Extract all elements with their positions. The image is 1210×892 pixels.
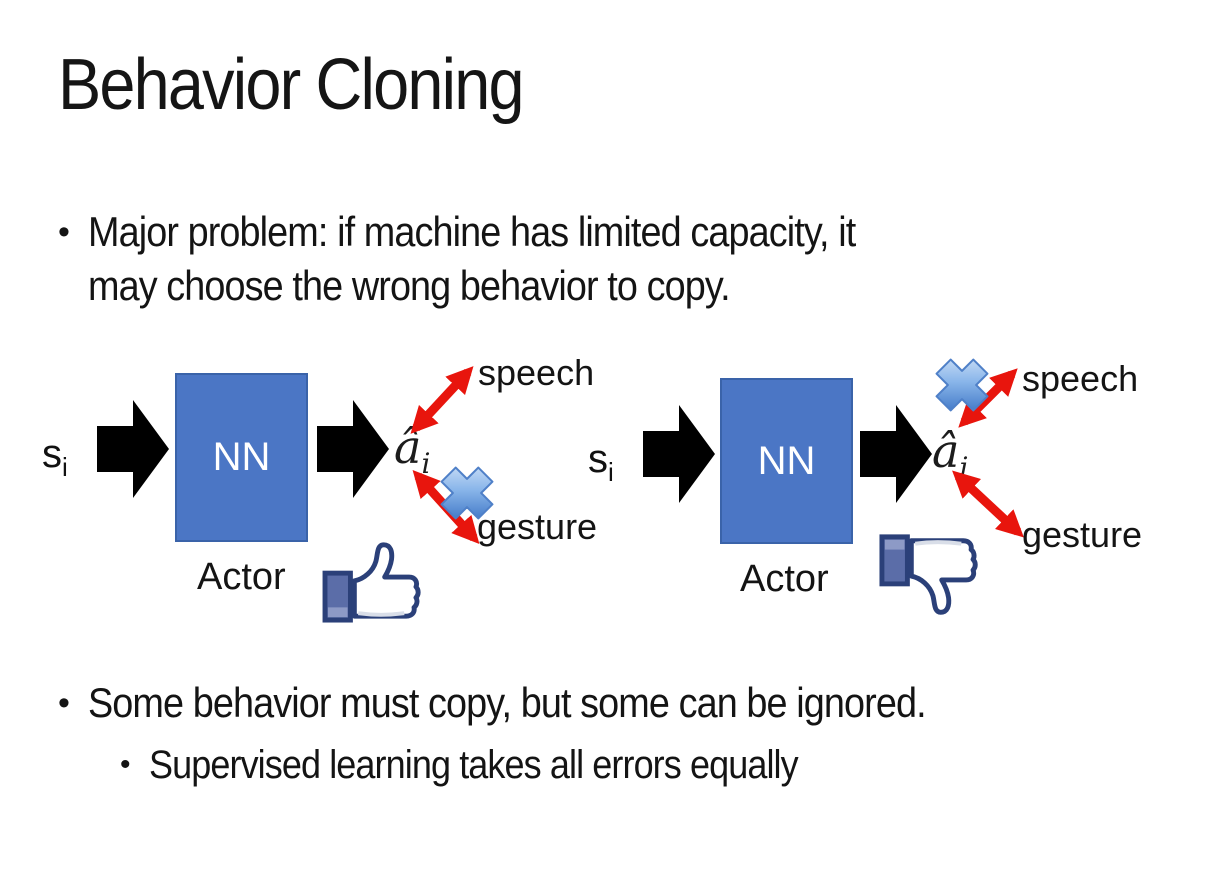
nn-box-label: NN [212, 435, 271, 479]
right-output-label: âi [932, 424, 968, 482]
double-arrow-icon [958, 368, 1018, 428]
bullet-text: Some behavior must copy, but some can be… [87, 676, 927, 730]
right-input-label: si [588, 437, 614, 485]
state-subscript: i [608, 457, 614, 487]
bullet-major-problem: • Major problem: if machine has limited … [58, 205, 940, 313]
nn-box-label: NN [757, 438, 816, 483]
state-subscript: i [62, 452, 68, 482]
thumbs-down-icon [878, 532, 976, 624]
flow-arrow-icon [97, 400, 169, 498]
bullet-supervised-learning: • Supervised learning takes all errors e… [120, 740, 869, 790]
bullet-line: may choose the wrong behavior to copy. [87, 262, 731, 309]
state-symbol: s [42, 432, 62, 476]
cross-reject-icon [935, 358, 989, 412]
right-nn-box: NN [720, 378, 853, 544]
action-symbol: â [932, 424, 960, 478]
bullet-marker: • [120, 748, 131, 781]
right-gesture-label: gesture [1022, 514, 1143, 555]
left-nn-box: NN [175, 373, 308, 542]
double-arrow-icon [410, 366, 474, 434]
thumbs-up-icon [321, 534, 419, 624]
flow-arrow-icon [643, 405, 715, 503]
bullet-text: Supervised learning takes all errors equ… [148, 740, 799, 790]
left-gesture-label: gesture [477, 506, 598, 547]
left-actor-caption: Actor [197, 556, 286, 598]
cross-reject-icon [440, 466, 494, 520]
flow-arrow-icon [317, 400, 389, 498]
bullet-marker: • [58, 684, 70, 722]
action-subscript: i [959, 451, 969, 485]
slide-title: Behavior Cloning [58, 45, 525, 125]
right-actor-caption: Actor [740, 558, 829, 600]
bullet-marker: • [58, 213, 70, 251]
bullet-line: Supervised learning takes all errors equ… [148, 743, 799, 787]
left-input-label: si [42, 432, 68, 480]
flow-arrow-icon [860, 405, 932, 503]
action-subscript: i [421, 447, 431, 481]
left-speech-label: speech [478, 352, 595, 393]
bullet-text: Major problem: if machine has limited ca… [87, 205, 856, 313]
bullet-some-behavior: • Some behavior must copy, but some can … [58, 676, 1019, 730]
state-symbol: s [588, 437, 608, 481]
double-arrow-icon [952, 470, 1024, 538]
bullet-line: Major problem: if machine has limited ca… [87, 208, 856, 255]
bullet-line: Some behavior must copy, but some can be… [87, 679, 927, 726]
right-speech-label: speech [1022, 358, 1139, 399]
